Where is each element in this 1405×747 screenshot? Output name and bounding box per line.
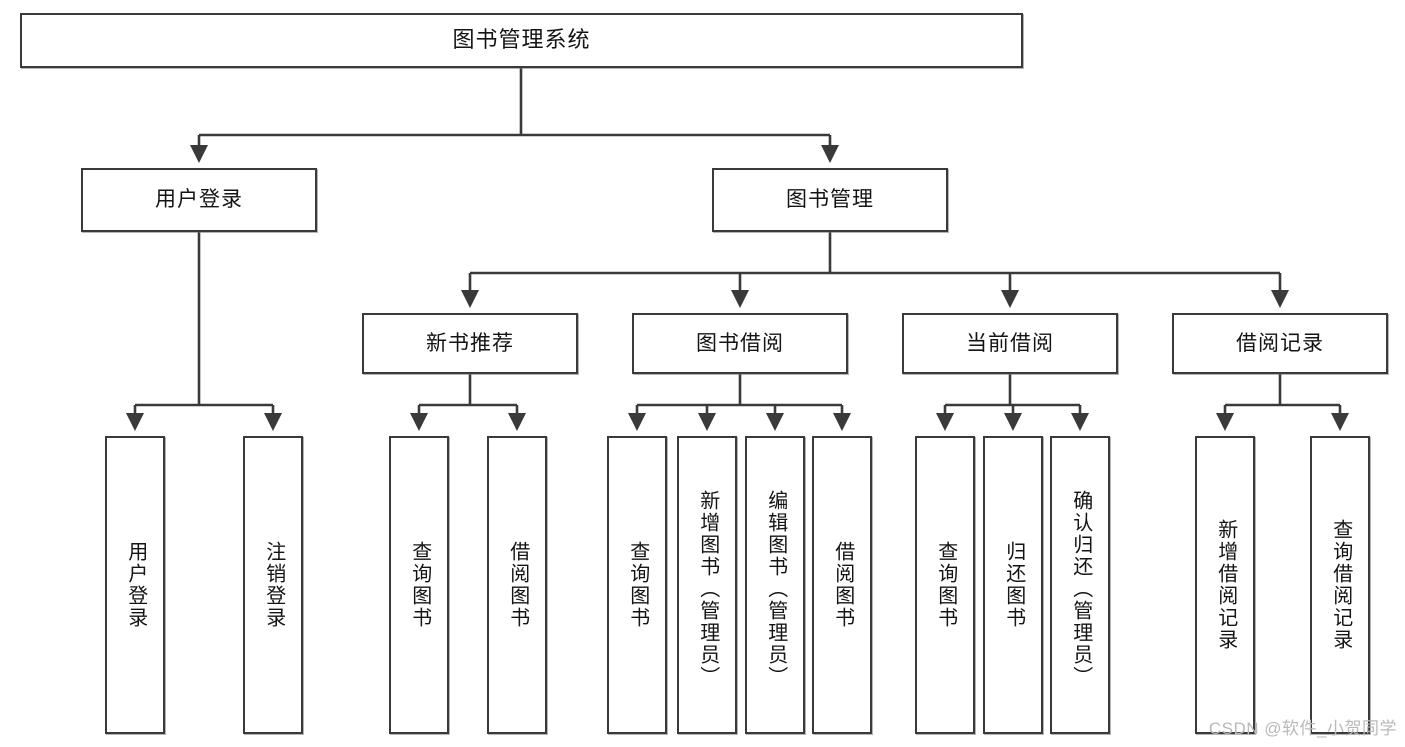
node-user-login[interactable]: 用户登录 xyxy=(81,168,317,232)
leaf-user-login-label: 用户登录 xyxy=(124,541,147,629)
leaf-query-book-new-label: 查询图书 xyxy=(408,541,431,629)
leaf-borrow-book-new[interactable]: 借阅图书 xyxy=(487,436,547,734)
leaf-add-borrow-record-label: 新增借阅记录 xyxy=(1214,519,1237,651)
leaf-query-book-borrow[interactable]: 查询图书 xyxy=(607,436,667,734)
node-book-borrow[interactable]: 图书借阅 xyxy=(632,313,848,374)
node-current-borrow[interactable]: 当前借阅 xyxy=(902,313,1118,374)
node-current-borrow-label: 当前借阅 xyxy=(966,331,1054,355)
node-borrow-record[interactable]: 借阅记录 xyxy=(1172,313,1388,374)
leaf-borrow-book-label: 借阅图书 xyxy=(831,541,854,629)
leaf-add-book-admin-label: 新增图书（管理员） xyxy=(696,490,719,688)
csdn-watermark: CSDN @软件_小贺同学 xyxy=(1208,719,1397,738)
leaf-logout[interactable]: 注销登录 xyxy=(243,436,303,734)
node-new-book-recommend[interactable]: 新书推荐 xyxy=(362,313,578,374)
node-root-label: 图书管理系统 xyxy=(452,27,591,53)
leaf-query-borrow-record-label: 查询借阅记录 xyxy=(1329,519,1352,651)
node-new-book-recommend-label: 新书推荐 xyxy=(426,331,514,355)
leaf-logout-label: 注销登录 xyxy=(262,541,285,629)
leaf-borrow-book-new-label: 借阅图书 xyxy=(506,541,529,629)
leaf-add-book-admin[interactable]: 新增图书（管理员） xyxy=(677,436,737,734)
node-root-system[interactable]: 图书管理系统 xyxy=(20,13,1023,68)
node-borrow-record-label: 借阅记录 xyxy=(1236,331,1324,355)
node-book-management-label: 图书管理 xyxy=(786,188,874,212)
leaf-query-book-borrow-label: 查询图书 xyxy=(626,541,649,629)
node-book-borrow-label: 图书借阅 xyxy=(696,331,784,355)
leaf-query-book-new[interactable]: 查询图书 xyxy=(389,436,449,734)
leaf-return-book[interactable]: 归还图书 xyxy=(983,436,1043,734)
leaf-query-book-current-label: 查询图书 xyxy=(934,541,957,629)
leaf-borrow-book[interactable]: 借阅图书 xyxy=(812,436,872,734)
leaf-edit-book-admin-label: 编辑图书（管理员） xyxy=(764,490,787,688)
leaf-return-book-label: 归还图书 xyxy=(1002,541,1025,629)
leaf-query-borrow-record[interactable]: 查询借阅记录 xyxy=(1310,436,1370,734)
leaf-confirm-return-admin[interactable]: 确认归还（管理员） xyxy=(1050,436,1110,734)
node-user-login-label: 用户登录 xyxy=(155,188,243,212)
leaf-add-borrow-record[interactable]: 新增借阅记录 xyxy=(1195,436,1255,734)
leaf-query-book-current[interactable]: 查询图书 xyxy=(915,436,975,734)
leaf-user-login[interactable]: 用户登录 xyxy=(105,436,165,734)
node-book-management[interactable]: 图书管理 xyxy=(712,168,948,232)
leaf-edit-book-admin[interactable]: 编辑图书（管理员） xyxy=(745,436,805,734)
leaf-confirm-return-admin-label: 确认归还（管理员） xyxy=(1069,490,1092,688)
